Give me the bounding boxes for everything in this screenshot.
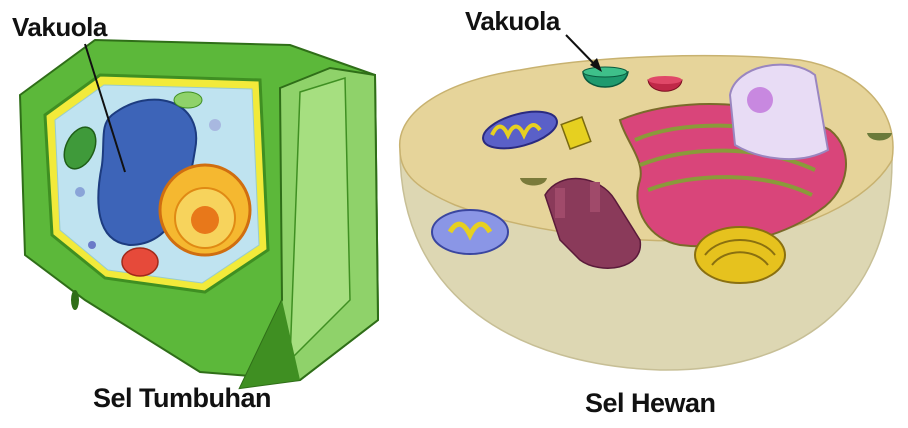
animal-golgi [695,227,785,283]
animal-vacuole-label: Vakuola [465,6,560,37]
animal-cell [400,35,893,370]
plant-vacuole-label: Vakuola [12,12,107,43]
plant-cell [20,40,378,388]
animal-cell-caption: Sel Hewan [585,388,716,419]
plant-cell-caption: Sel Tumbuhan [93,383,271,414]
animal-nucleus [730,65,828,159]
